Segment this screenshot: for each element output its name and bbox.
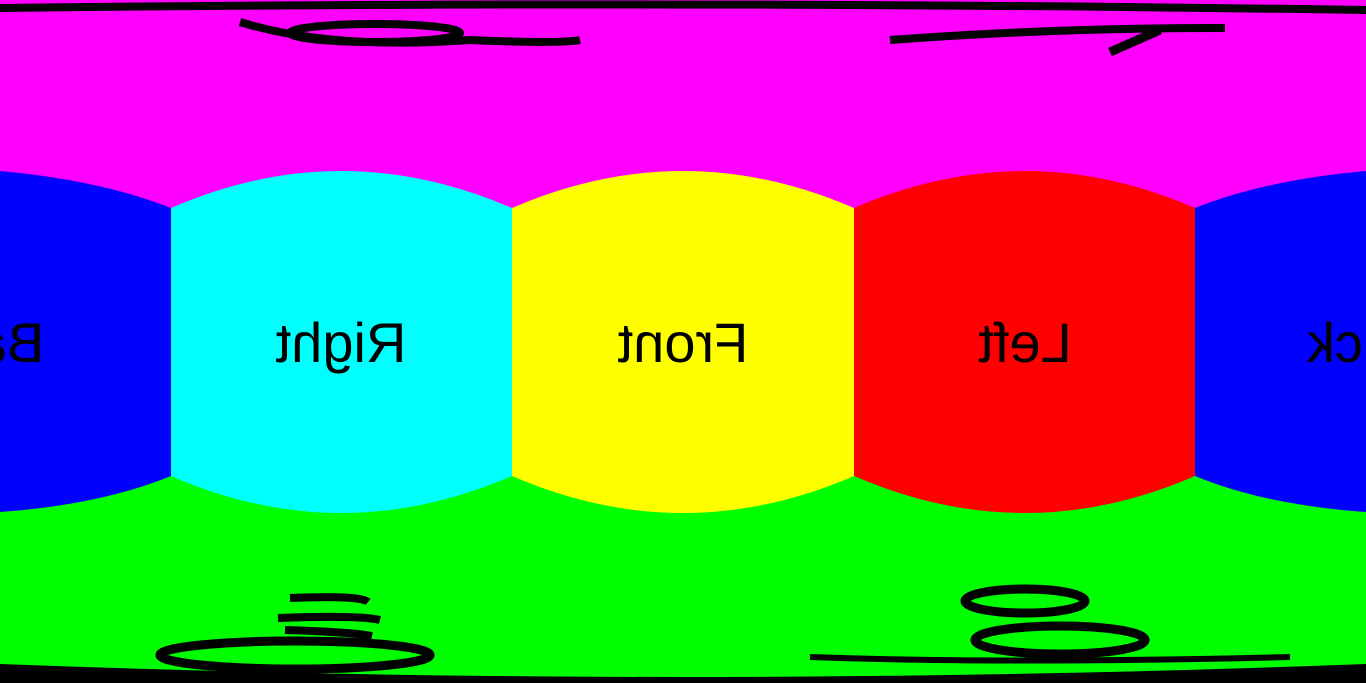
back-face-right-part <box>1195 171 1366 512</box>
back-label-right-fragment: ck <box>1306 311 1363 374</box>
back-label-left-fragment: Ba <box>0 311 44 374</box>
front-label: Front <box>617 311 748 374</box>
left-face <box>854 171 1195 513</box>
right-label: Right <box>275 311 406 374</box>
back-face-left-part <box>0 171 171 512</box>
right-face <box>171 171 512 513</box>
bottom-edge-distorted-letters <box>0 584 1366 683</box>
front-face <box>512 171 854 513</box>
left-label: Left <box>978 311 1072 374</box>
top-edge-distorted-letters <box>0 0 1366 57</box>
